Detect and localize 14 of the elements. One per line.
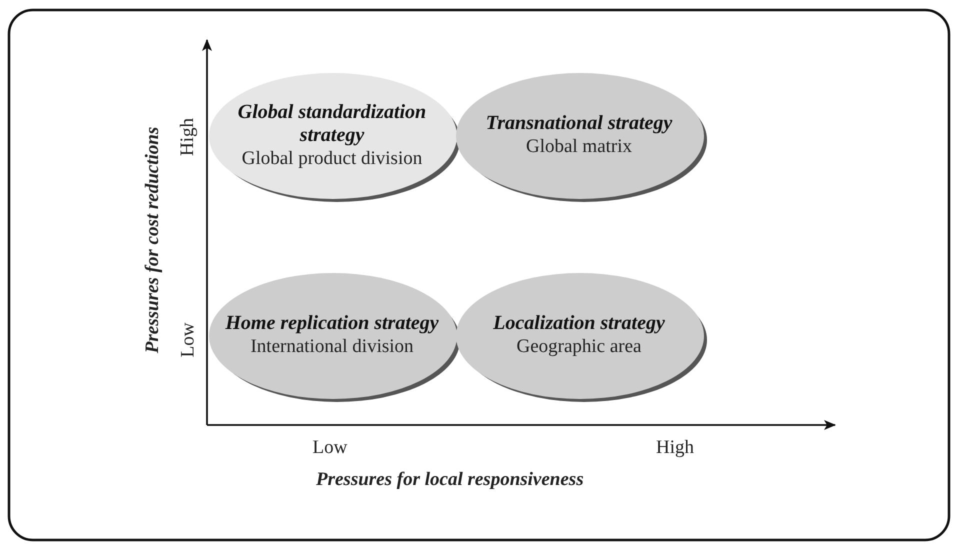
axis-tick-label: High bbox=[177, 118, 199, 156]
structure-text: Geographic area bbox=[516, 335, 642, 358]
structure-text: International division bbox=[250, 335, 414, 358]
axis-tick-label: Low bbox=[312, 437, 348, 459]
structure-text: Global matrix bbox=[526, 135, 632, 158]
axis-title: Pressures for cost reductions bbox=[142, 126, 164, 354]
strategy-heading: Global standardization strategy bbox=[236, 100, 428, 146]
strategy-heading: Home replication strategy bbox=[225, 312, 439, 335]
axis-tick-label: Low bbox=[176, 322, 199, 358]
axis-tick-label: High bbox=[656, 437, 694, 459]
strategy-heading: Transnational strategy bbox=[486, 112, 672, 135]
structure-text: Global product division bbox=[242, 146, 422, 170]
axis-title: Pressures for local responsiveness bbox=[316, 469, 584, 491]
strategy-heading: Localization strategy bbox=[493, 312, 665, 335]
